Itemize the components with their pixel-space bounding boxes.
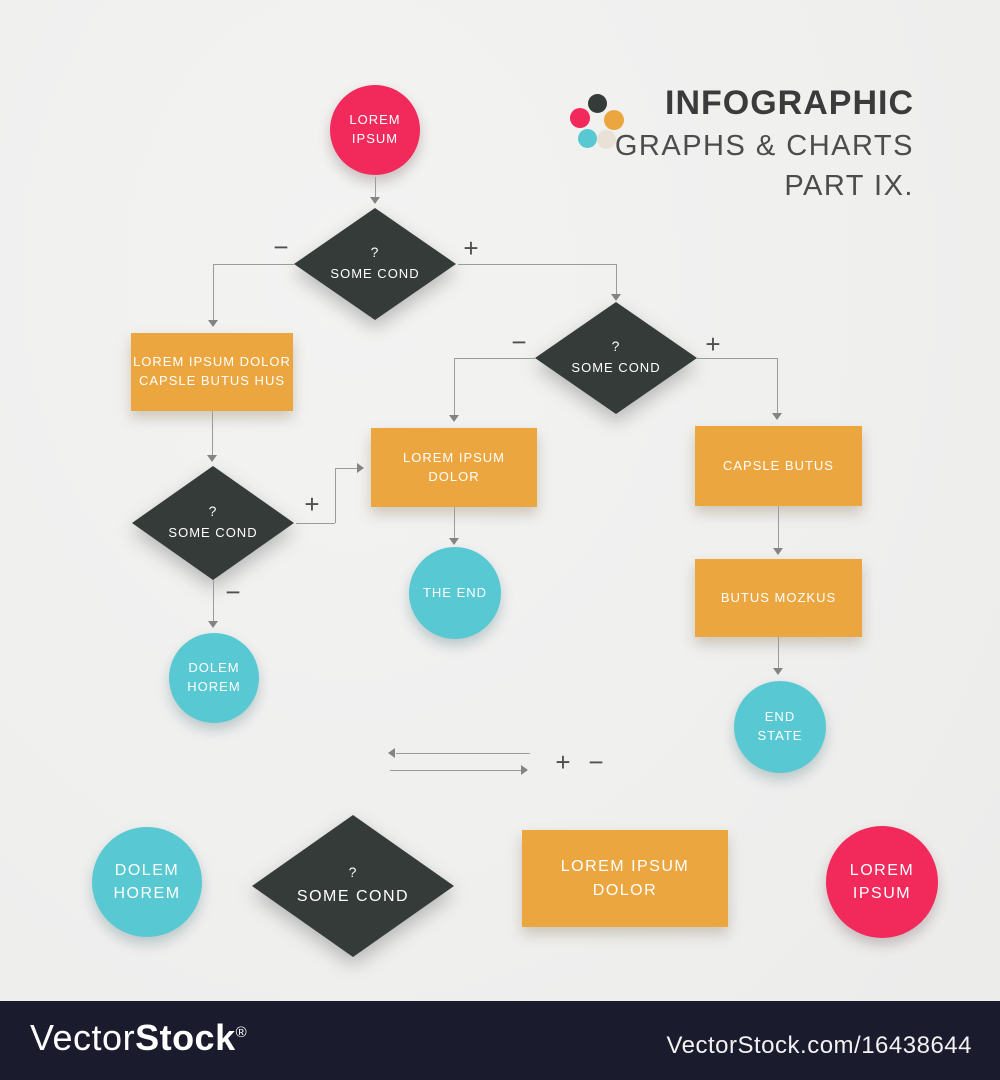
connector-line [616,264,617,294]
brand-bold-text: Stock [135,1017,236,1058]
question-mark: ? [348,863,358,880]
node-label: CAPSLE BUTUS [723,457,834,473]
connector-line [296,523,335,524]
node-label: END STATE [757,709,803,743]
node-process-4: BUTUS MOZKUS [695,559,862,637]
node-label: SOME COND [571,360,661,376]
logo-dot-cream-icon [597,130,616,149]
page-title: INFOGRAPHIC [665,84,914,122]
arrowhead-down-icon [370,197,380,204]
node-process-2: LOREM IPSUM DOLOR [371,428,537,507]
node-start-circle: LOREM IPSUM [330,85,420,175]
connector-line [213,264,214,320]
connector-line [454,358,535,359]
connector-line [778,637,779,668]
node-label: THE END [422,584,488,600]
diamond-shape: ? SOME COND [535,302,697,414]
node-label: LOREM IPSUM DOLOR [560,858,690,899]
arrowhead-down-icon [773,668,783,675]
brand-light-text: Vector [30,1017,136,1058]
arrowhead-right-icon [357,463,364,473]
logo-dot-orange-icon [604,110,624,130]
page-subtitle: GRAPHS & CHARTS [614,130,914,162]
watermark-url: VectorStock.com/16438644 [666,1032,972,1059]
arrowhead-left-icon [388,748,395,758]
arrowhead-down-icon [207,455,217,462]
legend-line [390,770,521,771]
vectorstock-logo: VectorStock® [30,1017,247,1059]
node-the-end-circle: THE END [409,547,501,639]
node-dolem-circle: DOLEM HOREM [169,633,259,723]
page-part-label: PART IX. [784,170,914,202]
arrowhead-right-icon [521,765,528,775]
connector-line [335,468,357,469]
arrowhead-down-icon [773,548,783,555]
minus-sign: − [511,327,527,357]
node-label: SOME COND [296,887,410,905]
question-mark: ? [208,503,218,520]
legend-plus-sign: + [555,747,571,777]
title-block: INFOGRAPHIC GRAPHS & CHARTS PART IX. [615,84,914,203]
connector-line [458,264,616,265]
plus-sign: + [705,329,721,359]
connector-line [697,358,777,359]
node-decision-2: ? SOME COND [535,302,697,414]
logo-dot-dark-icon [588,94,607,113]
plus-sign: + [304,489,320,519]
node-decision-3: ? SOME COND [132,466,294,580]
watermark-bar: VectorStock® VectorStock.com/16438644 [0,1001,1000,1080]
connector-line [213,264,295,265]
sample-decision-diamond: ? SOME COND [252,815,454,957]
node-process-3: CAPSLE BUTUS [695,426,862,506]
node-end-state-circle: END STATE [734,681,826,773]
connector-line [335,468,336,523]
node-label: SOME COND [168,525,258,541]
connector-line [454,507,455,538]
sample-circle-pink: LOREM IPSUM [826,826,938,938]
logo-dot-teal-icon [578,129,597,148]
sample-process-rect: LOREM IPSUM DOLOR [522,830,728,927]
connector-line [375,177,376,197]
arrowhead-down-icon [208,621,218,628]
arrowhead-down-icon [611,294,621,301]
legend-minus-sign: − [588,747,604,777]
minus-sign: − [225,577,241,607]
diamond-shape: ? SOME COND [132,466,294,580]
node-decision-1: ? SOME COND [294,208,456,320]
legend-line [396,753,530,754]
arrowhead-down-icon [449,415,459,422]
diamond-shape: ? SOME COND [294,208,456,320]
logo-dots-icon [570,92,628,152]
diamond-shape: ? SOME COND [252,815,454,957]
arrowhead-down-icon [449,538,459,545]
node-label: SOME COND [330,266,420,282]
node-label: LOREM IPSUM DOLOR CAPSLE BUTUS HUS [133,354,291,388]
question-mark: ? [370,244,380,261]
connector-line [212,411,213,455]
arrowhead-down-icon [208,320,218,327]
sample-circle-teal: DOLEM HOREM [92,827,202,937]
node-label: LOREM IPSUM [349,112,401,146]
connector-line [777,358,778,413]
node-process-1: LOREM IPSUM DOLOR CAPSLE BUTUS HUS [131,333,293,411]
node-label: DOLEM HOREM [113,861,181,902]
arrowhead-down-icon [772,413,782,420]
registered-mark: ® [235,1024,248,1041]
plus-sign: + [463,233,479,263]
logo-dot-pink-icon [570,108,590,128]
node-label: DOLEM HOREM [187,660,241,694]
question-mark: ? [611,338,621,355]
connector-line [213,580,214,621]
node-label: LOREM IPSUM [849,861,915,902]
connector-line [454,358,455,415]
connector-line [778,506,779,548]
node-label: LOREM IPSUM DOLOR [402,449,505,484]
minus-sign: − [273,232,289,262]
node-label: BUTUS MOZKUS [720,589,837,605]
